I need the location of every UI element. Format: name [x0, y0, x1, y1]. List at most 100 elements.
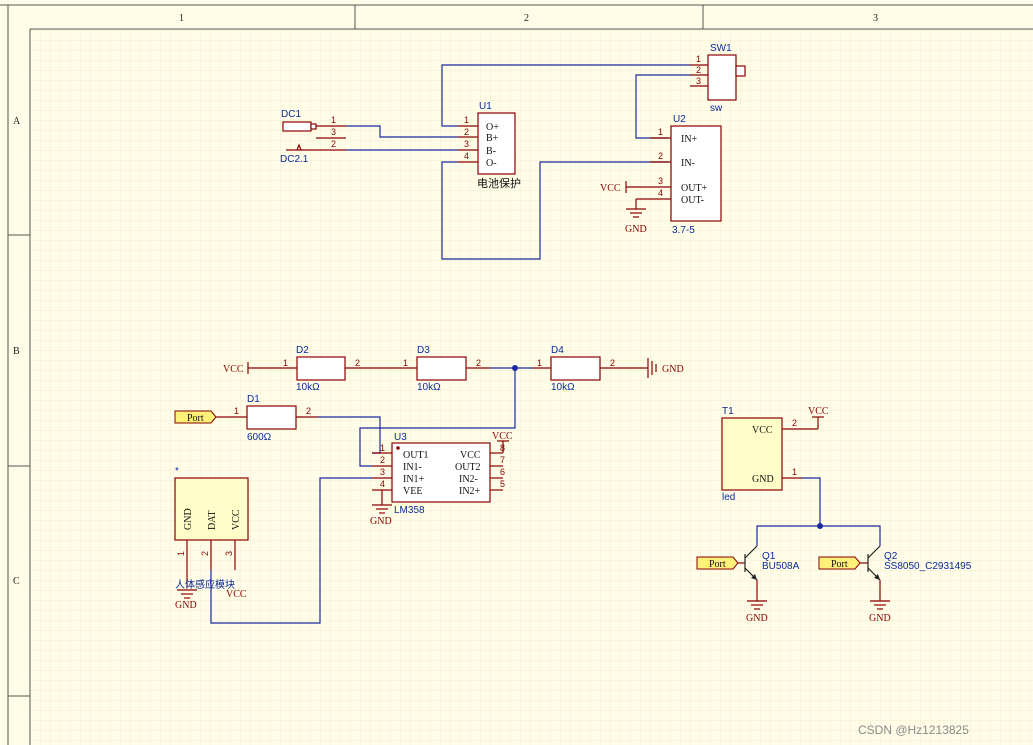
d3-pin: 2	[476, 358, 481, 368]
watermark: CSDN @Hz1213825	[858, 723, 969, 737]
u1-pin-label: B-	[486, 146, 496, 157]
dc1-value: DC2.1	[280, 154, 309, 165]
sw1-value: sw	[710, 103, 723, 114]
u2-pin-label: IN-	[681, 158, 695, 169]
t1-pin: 2	[792, 418, 797, 428]
d4-pin: 1	[537, 358, 542, 368]
u3-pin-label: VEE	[403, 486, 422, 497]
d4-resistor[interactable]	[532, 356, 648, 381]
d2-value: 10kΩ	[296, 382, 320, 393]
u2-ref: U2	[673, 114, 686, 125]
u3-pin: 8	[500, 443, 505, 453]
vcc-symbol	[247, 362, 297, 374]
t1-ref: T1	[722, 406, 734, 417]
u3-pin-label: IN2+	[459, 486, 481, 497]
u3-pin-label: IN1+	[403, 474, 425, 485]
port-connector[interactable]	[174, 410, 247, 424]
sw1-pin: 1	[696, 54, 701, 64]
port-label: Port	[831, 559, 848, 570]
d4-ref: D4	[551, 345, 564, 356]
q1-value: BU508A	[762, 561, 800, 572]
vcc-label: VCC	[223, 364, 244, 375]
sensor-value: 人体感应模块	[175, 578, 235, 591]
u3-pin-label: OUT1	[403, 450, 429, 461]
u3-pin-label: IN2-	[459, 474, 478, 485]
gnd-symbol	[870, 600, 890, 610]
zone-col-3: 3	[873, 13, 878, 24]
u2-pin: 1	[658, 127, 663, 137]
u3-opamp[interactable]	[372, 441, 504, 505]
zone-col-1: 1	[179, 13, 184, 24]
u2-pin-label: IN+	[681, 134, 698, 145]
gnd-label: GND	[175, 600, 197, 611]
u1-pin: 1	[464, 115, 469, 125]
dc1-pin: 2	[331, 139, 336, 149]
u1-pin: 3	[464, 139, 469, 149]
u1-pin: 2	[464, 127, 469, 137]
u2-value: 3.7-5	[672, 225, 695, 236]
u2-pin-label: OUT-	[681, 195, 704, 206]
dc1-connector[interactable]	[282, 121, 346, 151]
u1-pin-label: O-	[486, 158, 497, 169]
t1-pin: 1	[792, 467, 797, 477]
port-connector[interactable]	[696, 556, 745, 570]
q1-transistor[interactable]	[744, 545, 758, 601]
vcc-label: VCC	[808, 406, 829, 417]
t1-led-module[interactable]	[721, 417, 819, 491]
u2-pin-label: OUT+	[681, 183, 708, 194]
u1-pin-label: B+	[486, 133, 499, 144]
u2-pin: 3	[658, 176, 663, 186]
d2-pin: 1	[283, 358, 288, 368]
dc1-pin: 1	[331, 115, 336, 125]
sensor-pin: 1	[176, 551, 186, 556]
u3-pin: 4	[380, 479, 385, 489]
u2-boost-converter[interactable]	[626, 125, 722, 222]
gnd-symbol	[372, 504, 392, 514]
d3-resistor[interactable]	[416, 356, 490, 381]
d3-value: 10kΩ	[417, 382, 441, 393]
u2-pin: 4	[658, 188, 663, 198]
d2-ref: D2	[296, 345, 309, 356]
sensor-ref: *	[175, 466, 179, 477]
zone-col-2: 2	[524, 13, 529, 24]
wires	[210, 64, 881, 624]
zone-row-c: C	[13, 576, 20, 587]
gnd-label: GND	[746, 613, 768, 624]
q2-ref: Q2	[884, 551, 898, 562]
gnd-symbol	[626, 208, 646, 218]
u3-ref: U3	[394, 432, 407, 443]
d1-resistor[interactable]	[246, 405, 318, 430]
gnd-label: GND	[625, 224, 647, 235]
junction-dot	[817, 523, 823, 529]
port-label: Port	[709, 559, 726, 570]
vcc-label: VCC	[226, 589, 247, 600]
sensor-pin: 2	[200, 551, 210, 556]
sw1-switch[interactable]	[690, 54, 746, 101]
u2-pin: 2	[658, 151, 663, 161]
q2-transistor[interactable]	[867, 545, 881, 601]
pir-sensor-module[interactable]	[174, 477, 249, 588]
dc1-ref: DC1	[281, 109, 301, 120]
t1-pin-label: VCC	[752, 425, 773, 436]
sw1-ref: SW1	[710, 43, 732, 54]
u1-pin: 4	[464, 151, 469, 161]
gnd-symbol	[747, 600, 767, 610]
t1-value: led	[722, 492, 735, 503]
gnd-label: GND	[869, 613, 891, 624]
u1-battery-protection[interactable]	[458, 112, 516, 175]
sensor-pin-label: DAT	[207, 511, 218, 530]
sensor-pin-label: VCC	[231, 509, 242, 530]
port-connector[interactable]	[818, 556, 868, 570]
t1-pin-label: GND	[752, 474, 774, 485]
junction-dot	[512, 365, 518, 371]
d2-pin: 2	[355, 358, 360, 368]
gnd-symbol	[647, 358, 657, 378]
d1-pin: 1	[234, 406, 239, 416]
u3-pin-label: IN1-	[403, 462, 422, 473]
d3-pin: 1	[403, 358, 408, 368]
sw1-pin: 3	[696, 76, 701, 86]
d2-resistor[interactable]	[296, 356, 417, 381]
u3-pin: 1	[380, 443, 385, 453]
